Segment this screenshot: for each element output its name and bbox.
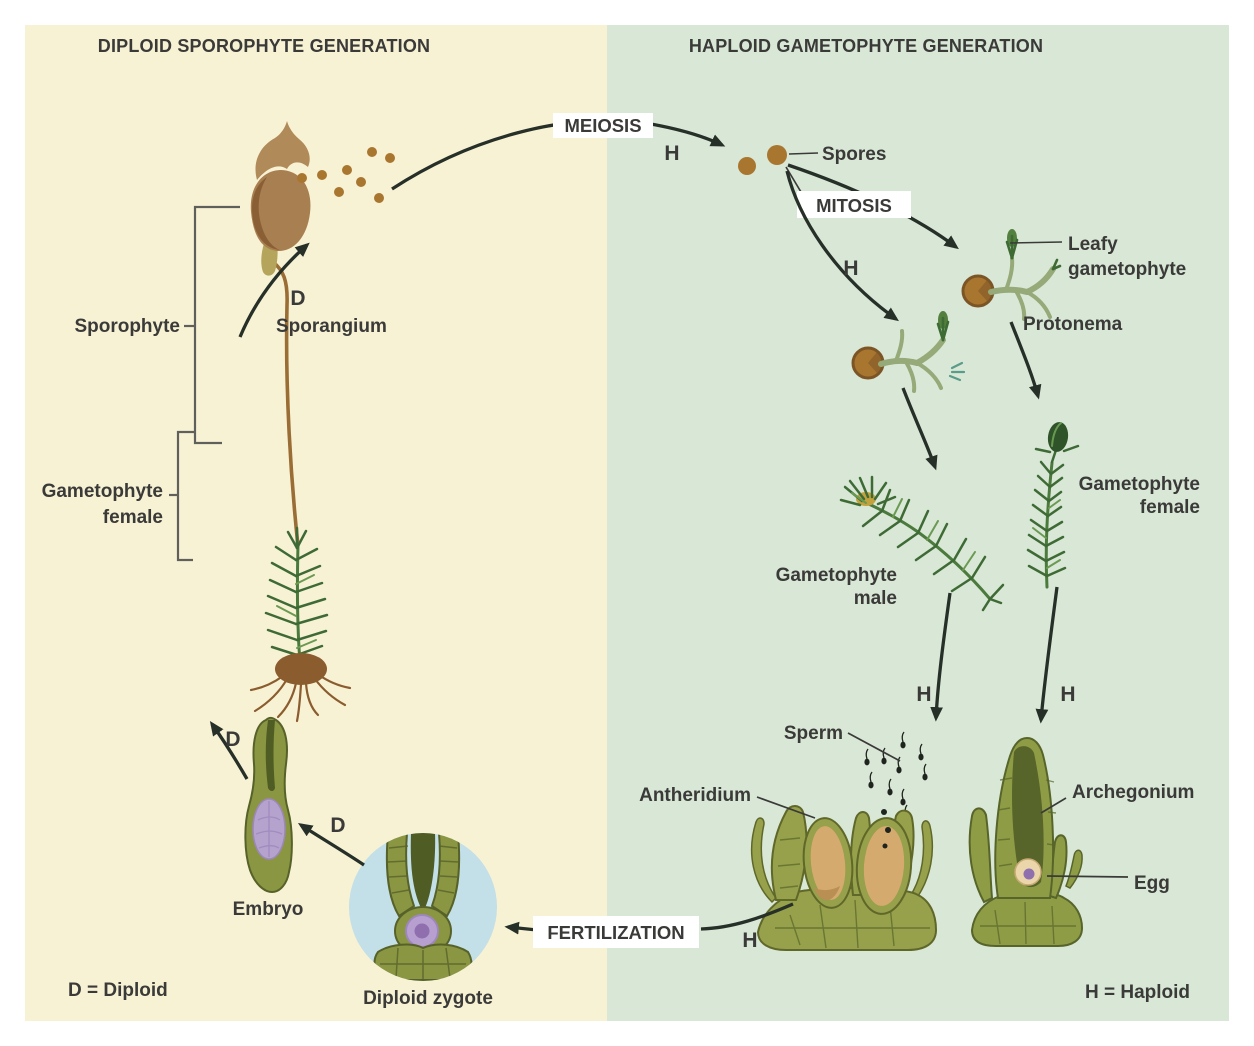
archegonium-pointer-line	[1040, 797, 1067, 814]
leafy-gametophyte-label-line2: gametophyte	[1068, 259, 1186, 280]
moss-leaves	[264, 526, 329, 657]
arrow-protonema-to-female	[1009, 321, 1042, 400]
sporophyte-label: Sporophyte	[74, 316, 180, 337]
gametophyte-male-label-line2: male	[854, 588, 897, 609]
meiosis-label-box	[553, 113, 653, 138]
antheridium-illustration	[750, 805, 938, 951]
diploid-mark-sporangium: D	[290, 287, 305, 310]
capsule-shading	[252, 177, 280, 250]
embryo-label: Embryo	[233, 899, 304, 920]
egg-pointer-line	[1046, 875, 1129, 878]
haploid-mark-mitosis: H	[843, 257, 858, 280]
gametophyte-male-illustration	[839, 475, 1005, 612]
haploid-mark-female: H	[1060, 683, 1075, 706]
legend-haploid: H = Haploid	[1085, 982, 1190, 1003]
arrow-embryo-to-plant	[209, 721, 249, 780]
sporophyte-bracket	[184, 205, 240, 445]
antheridium-to-fertilization-line	[700, 902, 794, 931]
diploid-zygote-illustration	[349, 833, 497, 981]
gametophyte-female-left-label-line1: Gametophyte	[42, 481, 163, 502]
haploid-mark-meiosis: H	[664, 142, 679, 165]
spores-pointer-line	[788, 152, 819, 155]
diploid-panel-background	[25, 25, 607, 1021]
protonema-left-illustration	[851, 311, 966, 393]
fertilization-label: FERTILIZATION	[547, 922, 684, 943]
root-ball	[275, 653, 327, 685]
diploid-panel-title: DIPLOID SPOROPHYTE GENERATION	[98, 36, 431, 56]
sporophyte-plant-illustration	[249, 121, 395, 723]
diploid-mark-zygote: D	[330, 814, 345, 837]
capsule-calyptra	[255, 121, 310, 180]
sperm-pointer-line	[847, 732, 901, 762]
egg-label: Egg	[1134, 873, 1170, 894]
protonema-label: Protonema	[1023, 314, 1123, 335]
haploid-panel-background	[607, 25, 1229, 1021]
rhizoids	[249, 673, 352, 723]
leafy-gametophyte-pointer-line	[1009, 241, 1063, 244]
mitosis-label: MITOSIS	[816, 195, 892, 216]
archegonium-label: Archegonium	[1072, 782, 1194, 803]
sporophyte-stalk	[271, 260, 300, 547]
archegonium-neck-canal	[1012, 746, 1044, 888]
sporangium-capsule	[250, 170, 311, 252]
haploid-mark-male: H	[916, 683, 931, 706]
gametophyte-female-right-label-line1: Gametophyte	[1079, 474, 1200, 495]
arrow-protonema-to-male	[901, 387, 938, 471]
gametophyte-female-left-label-line2: female	[103, 507, 163, 528]
embryo-illustration	[244, 716, 293, 894]
gametophyte-bracket	[169, 430, 195, 562]
diploid-zygote-label: Diploid zygote	[363, 988, 493, 1009]
arrow-stalk-to-sporangium	[238, 242, 310, 338]
sporangium-label: Sporangium	[276, 316, 387, 337]
arrow-female-to-archegonium	[1035, 586, 1059, 724]
legend-diploid: D = Diploid	[68, 980, 168, 1001]
haploid-panel-title: HAPLOID GAMETOPHYTE GENERATION	[689, 36, 1043, 56]
released-spores	[297, 147, 395, 203]
fertilization-label-box	[533, 916, 699, 948]
gametophyte-female-right-label-line2: female	[1140, 497, 1200, 518]
diploid-mark-embryo: D	[225, 728, 240, 751]
arrow-male-to-antheridium	[930, 592, 952, 722]
antheridium-pointer-line	[756, 796, 816, 819]
spores-illustration	[738, 145, 787, 175]
sperm-label: Sperm	[784, 723, 843, 744]
gametophyte-male-label-line1: Gametophyte	[776, 565, 897, 586]
archegonium-illustration	[968, 736, 1084, 947]
gametophyte-female-illustration	[1026, 422, 1080, 589]
haploid-mark-fertilization: H	[742, 929, 757, 952]
mitosis-label-box	[797, 191, 911, 218]
meiosis-label: MEIOSIS	[564, 115, 641, 136]
spores-label: Spores	[822, 144, 886, 165]
arrow-mitosis-to-protonema-left	[785, 170, 899, 322]
protonema-right-illustration	[961, 229, 1062, 321]
arrow-zygote-to-embryo	[297, 823, 365, 867]
antheridium-label: Antheridium	[639, 785, 751, 806]
leafy-gametophyte-label-line1: Leafy	[1068, 234, 1118, 255]
